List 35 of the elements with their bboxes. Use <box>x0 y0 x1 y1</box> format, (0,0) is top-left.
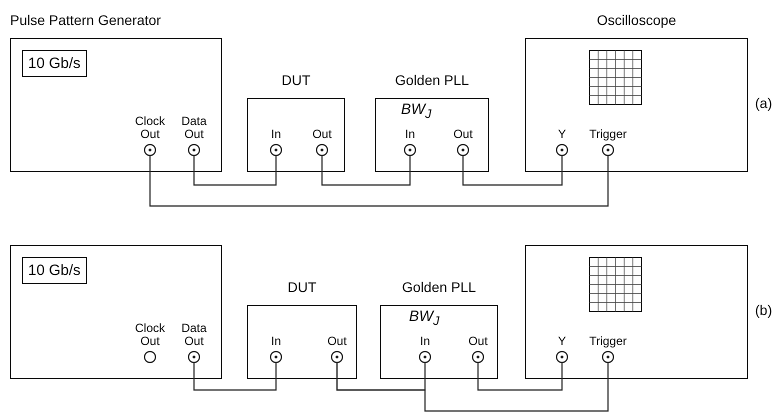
port-label: Trigger <box>588 128 628 141</box>
port-label: Out <box>467 335 489 348</box>
port-label: In <box>270 335 282 348</box>
data-rate-label: 10 Gb/s <box>22 50 87 77</box>
port-label: Y <box>556 335 567 348</box>
port-label: Data Out <box>180 115 208 141</box>
cable-line <box>193 363 277 391</box>
bandwidth-label: BW$_{J}$ <box>401 101 432 121</box>
port-label: In <box>418 335 431 348</box>
instrument-name: Oscilloscope <box>596 12 676 28</box>
port-label: Out <box>452 128 474 141</box>
panel-label: (a) <box>755 95 772 111</box>
instrument-name: Golden PLL <box>395 72 469 88</box>
panel-label: (b) <box>755 302 772 318</box>
instrument-name: DUT <box>288 279 316 295</box>
instrument-name: Pulse Pattern Generator <box>10 12 161 28</box>
cable-line <box>321 156 411 186</box>
instrument-name: DUT <box>282 72 310 88</box>
port-label: Trigger <box>588 335 628 348</box>
cable-line <box>193 156 277 186</box>
cable-line <box>149 156 609 207</box>
port-label: Data Out <box>180 322 208 348</box>
port-label: Out <box>326 335 348 348</box>
port-label: Out <box>311 128 333 141</box>
port-label: In <box>404 128 416 141</box>
port-label: Clock Out <box>134 115 166 141</box>
instrument-name: Golden PLL <box>402 279 476 295</box>
cable-line <box>477 363 563 391</box>
bandwidth-label: BW$_{J}$ <box>409 308 440 328</box>
data-rate-label: 10 Gb/s <box>22 257 87 284</box>
port-label: Y <box>556 128 567 141</box>
port-label: Clock Out <box>134 322 166 348</box>
cable-line <box>336 363 609 412</box>
cable-line <box>462 156 563 186</box>
port-label: In <box>270 128 282 141</box>
